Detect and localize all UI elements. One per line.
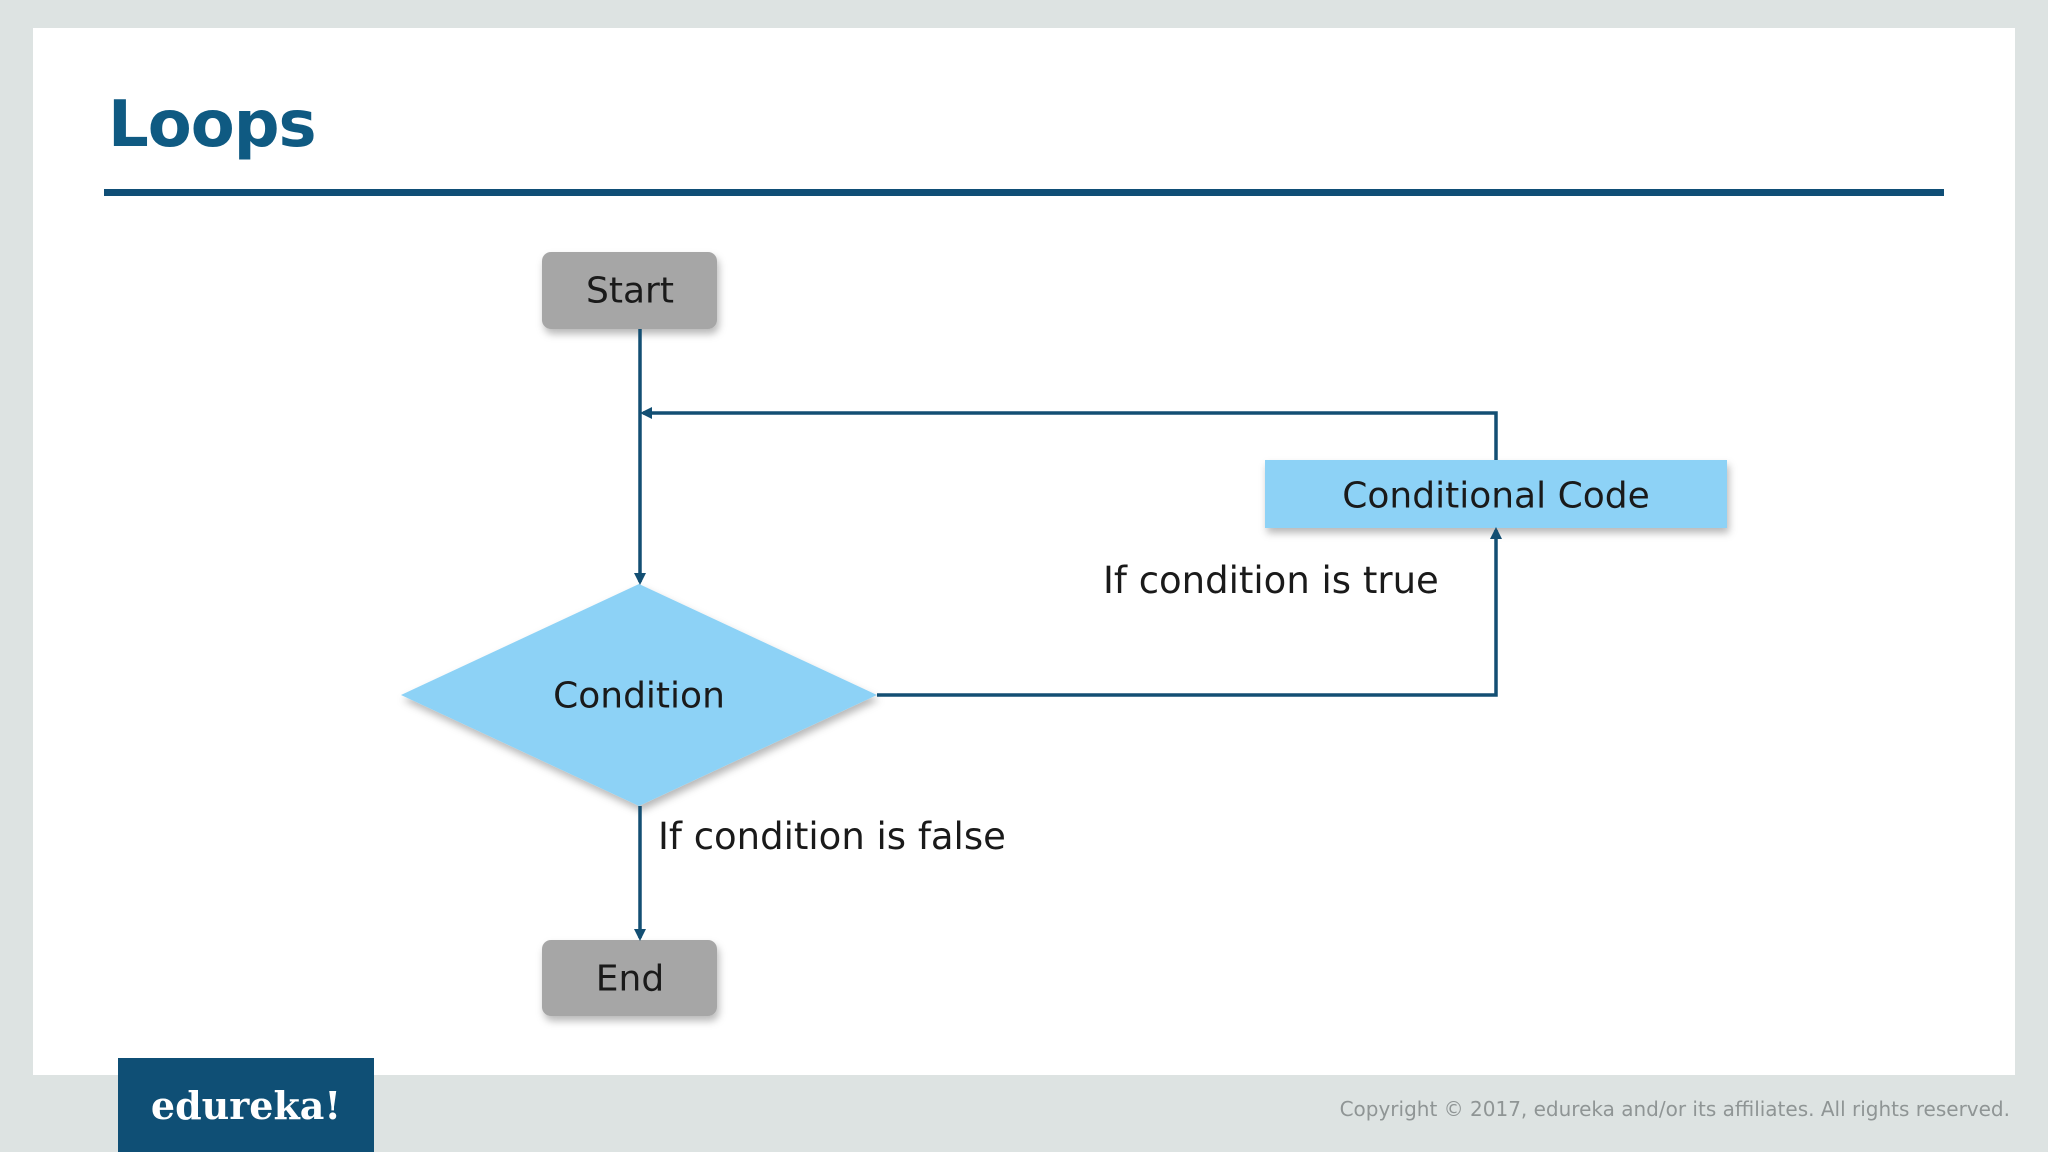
title-divider xyxy=(104,189,1944,196)
true-branch-arrow xyxy=(877,527,1502,697)
copyright-text: Copyright © 2017, edureka and/or its aff… xyxy=(1339,1097,2010,1121)
start-label: Start xyxy=(586,270,674,312)
edureka-logo: edureka! xyxy=(118,1058,374,1152)
end-node xyxy=(542,940,717,1016)
false-branch-label: If condition is false xyxy=(658,815,1006,858)
conditional-code-label: Conditional Code xyxy=(1342,475,1650,517)
end-label: End xyxy=(595,958,665,1000)
slide xyxy=(33,28,2015,1075)
conditional-code-node xyxy=(1265,460,1727,528)
condition-label: Condition xyxy=(553,675,725,717)
condition-node xyxy=(401,584,877,806)
slide-title: Loops xyxy=(108,88,317,162)
loop-back-arrow xyxy=(640,407,1498,460)
true-branch-label: If condition is true xyxy=(1103,559,1439,602)
start-node xyxy=(542,252,717,329)
